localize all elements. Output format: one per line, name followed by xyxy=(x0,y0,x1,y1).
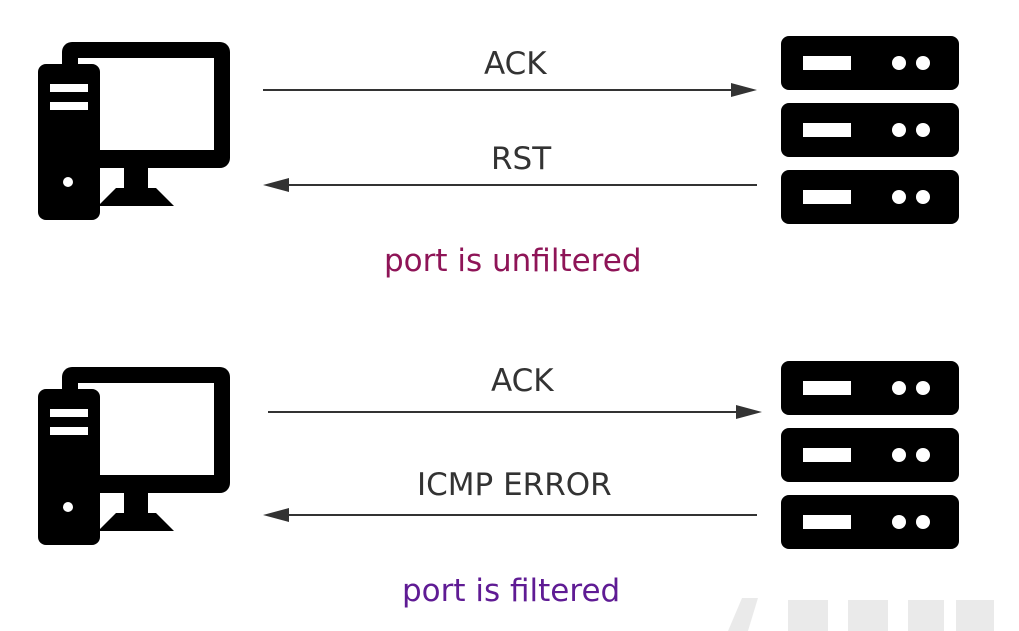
response-label: RST xyxy=(491,141,552,177)
scenario-filtered: ACK ICMP ERROR port is filtered xyxy=(0,325,1019,625)
scenario-unfiltered: ACK RST port is unfiltered xyxy=(0,0,1019,300)
response-arrow xyxy=(263,508,757,522)
server-rack-icon xyxy=(781,361,959,549)
desktop-computer-icon xyxy=(38,367,230,545)
logo-watermark-icon xyxy=(728,598,994,631)
status-caption: port is unfiltered xyxy=(384,243,642,279)
request-arrow xyxy=(263,83,757,97)
response-label: ICMP ERROR xyxy=(417,467,612,503)
status-caption: port is filtered xyxy=(402,573,621,609)
server-rack-icon xyxy=(781,36,959,224)
request-arrow xyxy=(268,405,762,419)
desktop-computer-icon xyxy=(38,42,230,220)
request-label: ACK xyxy=(491,363,554,399)
request-label: ACK xyxy=(484,46,547,82)
response-arrow xyxy=(263,178,757,192)
